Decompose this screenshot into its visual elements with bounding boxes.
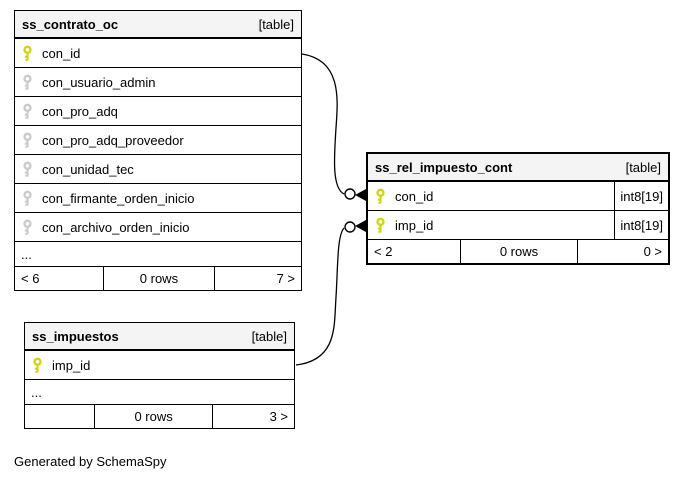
table-title: ss_impuestos	[32, 328, 119, 344]
column-row: imp_id int8[19]	[368, 211, 668, 240]
column-row: con_pro_adq	[15, 97, 301, 126]
column-row: con_archivo_orden_inicio	[15, 213, 301, 242]
table-header: ss_impuestos [table]	[25, 323, 294, 351]
column-row: con_unidad_tec	[15, 155, 301, 184]
column-type: int8[19]	[614, 182, 668, 210]
column-row: con_id int8[19]	[368, 182, 668, 211]
column-name: imp_id	[52, 357, 91, 373]
table-ss-impuestos[interactable]: ss_impuestos [table] imp_id ... 0 rows 3…	[24, 322, 295, 429]
table-badge: [table]	[258, 16, 294, 32]
relationship-line	[295, 227, 345, 366]
relationship-line	[301, 53, 345, 195]
column-name: con_pro_adq_proveedor	[42, 132, 184, 148]
footer-parents-count: < 2	[368, 240, 461, 263]
column-name: con_id	[42, 45, 81, 61]
odot-circle-icon	[344, 221, 356, 233]
table-header: ss_rel_impuesto_cont [table]	[368, 154, 668, 182]
table-header: ss_contrato_oc [table]	[15, 11, 301, 39]
ellipsis-row: ...	[25, 380, 294, 405]
column-name: imp_id	[395, 217, 434, 233]
ellipsis-row: ...	[15, 242, 301, 267]
primary-key-icon	[376, 217, 385, 233]
footer-children-count: 7 >	[276, 271, 295, 286]
table-footer: < 6 0 rows 7 >	[15, 267, 301, 290]
column-name: con_usuario_admin	[42, 74, 156, 90]
footer-children-count: 0 >	[643, 244, 662, 259]
column-row: con_pro_adq_proveedor	[15, 126, 301, 155]
table-ss-rel-impuesto-cont[interactable]: ss_rel_impuesto_cont [table] con_id int8…	[366, 152, 670, 265]
footer-children-count: 3 >	[269, 409, 288, 424]
foreign-key-icon	[23, 74, 32, 90]
foreign-key-icon	[23, 103, 32, 119]
column-row: imp_id	[25, 351, 294, 380]
footer-rows-count: 0 rows	[461, 240, 578, 263]
column-row: con_firmante_orden_inicio	[15, 184, 301, 213]
column-type: int8[19]	[614, 211, 668, 239]
table-footer: 0 rows 3 >	[25, 405, 294, 428]
generated-by-note: Generated by SchemaSpy	[14, 454, 167, 469]
table-title: ss_rel_impuesto_cont	[375, 159, 513, 175]
table-badge: [table]	[251, 328, 287, 344]
ellipsis-text: ...	[21, 246, 32, 262]
crow-foot-arrow-icon	[355, 189, 366, 201]
ellipsis-text: ...	[31, 384, 42, 400]
primary-key-icon	[376, 188, 385, 204]
column-name: con_archivo_orden_inicio	[42, 219, 190, 235]
relationship-contrato-to-rel	[301, 53, 366, 201]
table-ss-contrato-oc[interactable]: ss_contrato_oc [table] con_id con_usuari…	[14, 10, 302, 291]
foreign-key-icon	[23, 132, 32, 148]
footer-parents-count	[25, 405, 95, 428]
column-name: con_id	[395, 188, 434, 204]
column-name: con_firmante_orden_inicio	[42, 190, 195, 206]
foreign-key-icon	[23, 219, 32, 235]
crow-foot-arrow-icon	[355, 220, 366, 232]
relationship-impuestos-to-rel	[295, 220, 366, 366]
footer-rows-count: 0 rows	[104, 267, 216, 290]
table-title: ss_contrato_oc	[22, 16, 119, 32]
column-name: con_pro_adq	[42, 103, 118, 119]
footer-parents-count: < 6	[15, 267, 104, 290]
primary-key-icon	[23, 45, 32, 61]
table-badge: [table]	[625, 159, 661, 175]
foreign-key-icon	[23, 161, 32, 177]
table-footer: < 2 0 rows 0 >	[368, 240, 668, 263]
column-name: con_unidad_tec	[42, 161, 134, 177]
footer-rows-count: 0 rows	[95, 405, 214, 428]
column-row: con_usuario_admin	[15, 68, 301, 97]
foreign-key-icon	[23, 190, 32, 206]
odot-circle-icon	[344, 188, 356, 200]
primary-key-icon	[33, 357, 42, 373]
column-row: con_id	[15, 39, 301, 68]
